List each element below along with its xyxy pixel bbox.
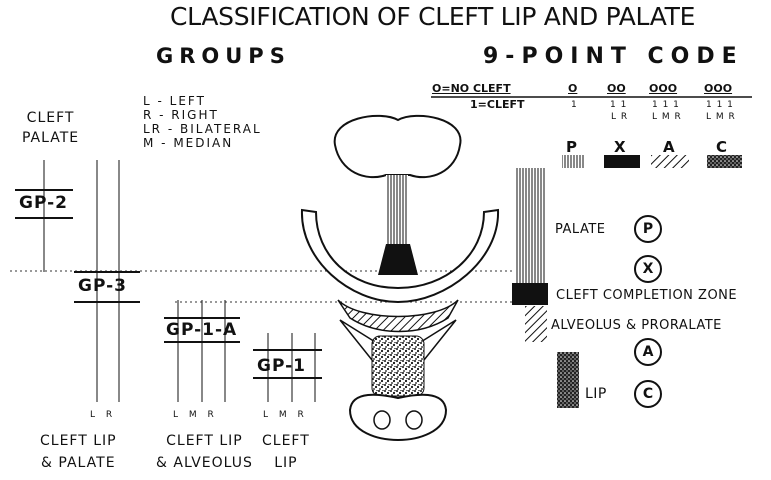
zone-letter-circle-a: A [634, 338, 662, 366]
label-cleft-lip-alveolus-line1: CLEFT LIP [156, 430, 253, 452]
label-cleft-lip-alveolus: CLEFT LIP & ALVEOLUS [156, 430, 253, 474]
group-gp2: GP-2 [19, 193, 68, 213]
zone-lip-label: LIP [585, 386, 607, 402]
label-cleft-lip: CLEFT LIP [262, 430, 310, 474]
swatch-palate [562, 155, 584, 168]
zone-letter-circle-c: C [634, 380, 662, 408]
label-cleft-lip-alveolus-line2: & ALVEOLUS [156, 452, 253, 474]
cleft-palate-label-line1: CLEFT [22, 108, 79, 128]
swatch-lip [707, 155, 742, 168]
label-cleft-lip-palate: CLEFT LIP & PALATE [40, 430, 117, 474]
zone-letter-circle-p: P [634, 215, 662, 243]
anatomy-figure [302, 116, 498, 440]
label-cleft-lip-line2: LIP [262, 452, 310, 474]
zone-completion-label: CLEFT COMPLETION ZONE [556, 288, 737, 303]
gp1a-lmr-marker: L M R [173, 410, 218, 420]
gp1-lmr-marker: L M R [263, 410, 308, 420]
group-gp1: GP-1 [257, 356, 306, 376]
zone-palate-bar [515, 168, 545, 283]
cleft-palate-label: CLEFT PALATE [22, 108, 79, 148]
zone-lip-bar [557, 352, 579, 408]
zone-alveolus-label: ALVEOLUS & PRORALATE [551, 318, 722, 333]
label-cleft-lip-palate-line2: & PALATE [40, 452, 117, 474]
zone-palate-label: PALATE [555, 222, 605, 237]
zone-completion-bar [512, 283, 548, 305]
group-gp1a: GP-1-A [166, 320, 237, 340]
group-gp3: GP-3 [78, 276, 127, 296]
zone-alveolus-bar [525, 306, 547, 342]
swatch-alveolus [651, 155, 689, 168]
gp3-lr-marker: L R [90, 410, 116, 420]
zone-letter-circle-x: X [634, 255, 662, 283]
swatch-completion [604, 155, 640, 168]
label-cleft-lip-palate-line1: CLEFT LIP [40, 430, 117, 452]
label-cleft-lip-line1: CLEFT [262, 430, 310, 452]
cleft-palate-label-line2: PALATE [22, 128, 79, 148]
